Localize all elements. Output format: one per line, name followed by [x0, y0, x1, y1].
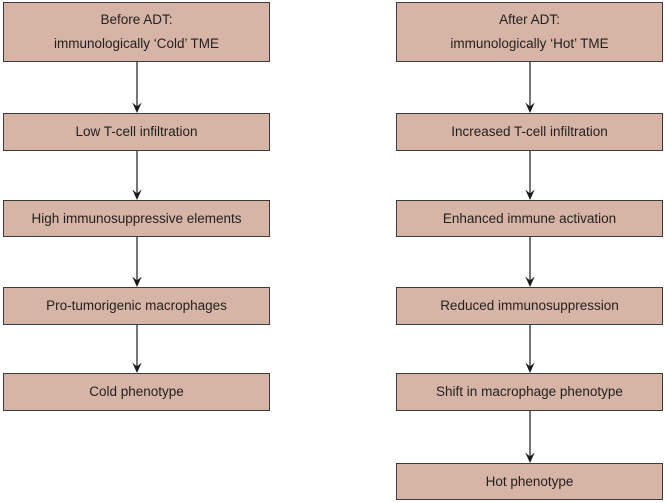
- box-protumorigenic-macrophages: Pro-tumorigenic macrophages: [3, 287, 270, 325]
- down-arrow-connector: [131, 237, 143, 287]
- box-after-adt-header: After ADT: immunologically ‘Hot’ TME: [396, 2, 663, 62]
- box-cold-phenotype: Cold phenotype: [3, 373, 270, 411]
- box-enhanced-immune-activation: Enhanced immune activation: [396, 200, 663, 237]
- box-text: High immunosuppressive elements: [31, 210, 242, 226]
- box-text: Hot phenotype: [485, 473, 574, 489]
- down-arrow-connector: [524, 237, 536, 287]
- box-macrophage-phenotype-shift: Shift in macrophage phenotype: [396, 373, 663, 411]
- box-text-line2: immunologically ‘Hot’ TME: [450, 36, 609, 51]
- down-arrow-connector: [524, 411, 536, 463]
- down-arrow-connector: [131, 62, 143, 113]
- box-text-line1: Before ADT:: [100, 12, 173, 28]
- down-arrow-connector: [131, 151, 143, 200]
- box-text-line2: immunologically ‘Cold’ TME: [53, 36, 220, 51]
- box-text: Pro-tumorigenic macrophages: [46, 298, 227, 314]
- box-text: Shift in macrophage phenotype: [436, 384, 623, 400]
- box-text: Reduced immunosuppression: [440, 298, 619, 314]
- box-reduced-immunosuppression: Reduced immunosuppression: [396, 287, 663, 325]
- box-text-line1: After ADT:: [499, 12, 560, 28]
- box-hot-phenotype: Hot phenotype: [396, 463, 663, 500]
- box-text: Cold phenotype: [89, 384, 184, 400]
- box-text: Increased T-cell infiltration: [451, 124, 608, 140]
- down-arrow-connector: [524, 151, 536, 200]
- down-arrow-connector: [131, 325, 143, 373]
- box-low-tcell-infiltration: Low T-cell infiltration: [3, 113, 270, 151]
- box-text: Enhanced immune activation: [442, 210, 617, 226]
- box-high-immunosuppressive: High immunosuppressive elements: [3, 200, 270, 237]
- box-increased-tcell-infiltration: Increased T-cell infiltration: [396, 113, 663, 151]
- down-arrow-connector: [524, 62, 536, 113]
- box-text: Low T-cell infiltration: [75, 124, 198, 140]
- down-arrow-connector: [524, 325, 536, 373]
- box-before-adt-header: Before ADT: immunologically ‘Cold’ TME: [3, 2, 270, 62]
